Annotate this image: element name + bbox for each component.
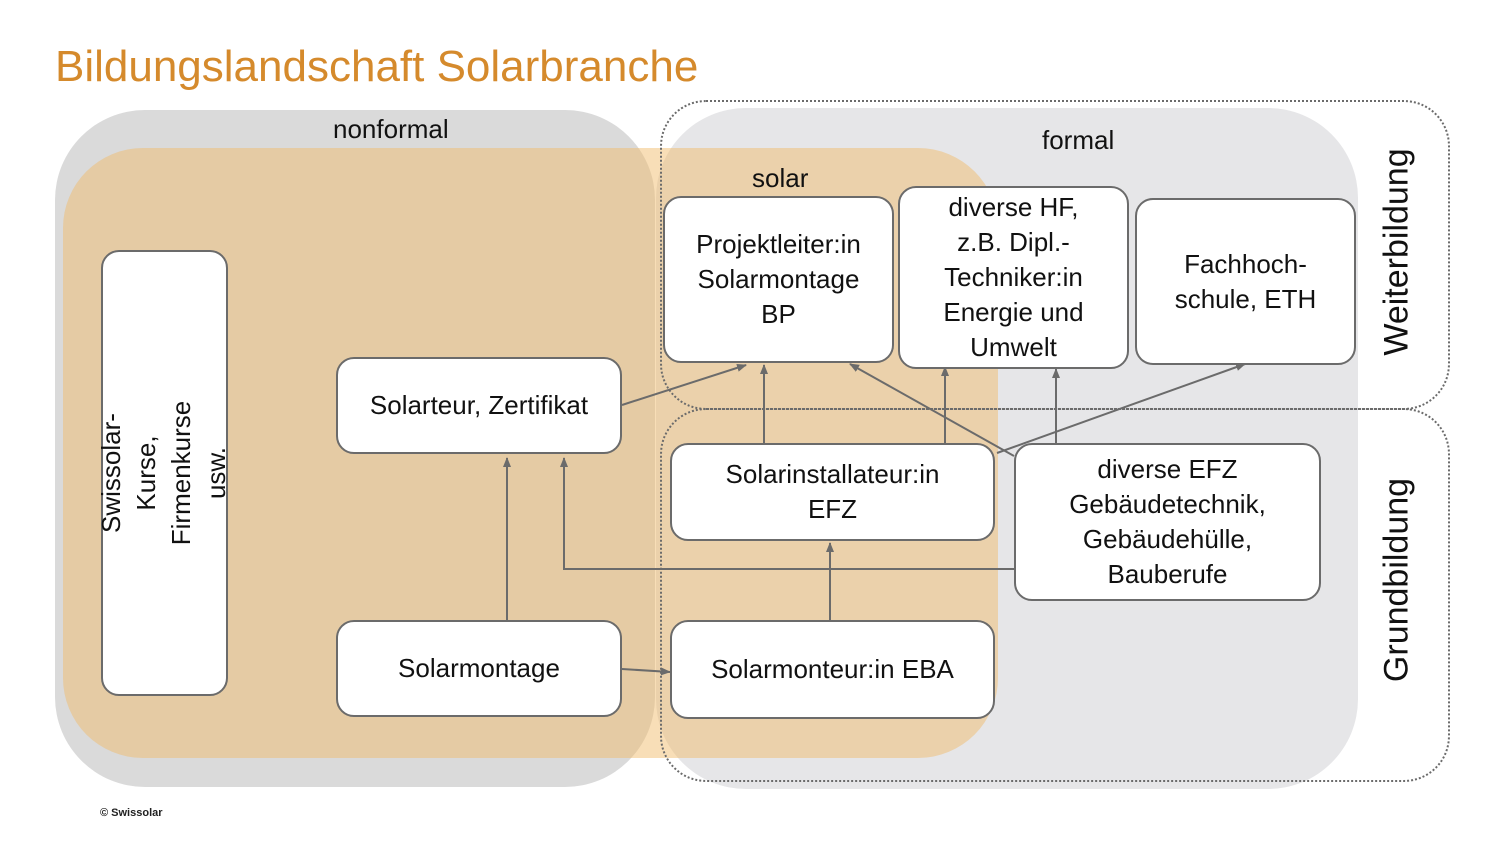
swissolar-kurse-box: Swissolar-Kurse, Firmenkurse usw. [97, 250, 232, 696]
projektleiter-box: Projektleiter:in Solarmontage BP [663, 196, 894, 363]
solarteur-box: Solarteur, Zertifikat [336, 357, 622, 454]
arrow-diverse-efz-to-fachhochschule [996, 363, 1246, 454]
arrow-diverse-efz-to-projektleiter [849, 363, 1015, 457]
page-title: Bildungslandschaft Solarbranche [55, 42, 699, 91]
diverse-hf-box: diverse HF, z.B. Dipl.- Techniker:in Ene… [898, 186, 1129, 369]
fachhochschule-box: Fachhoch- schule, ETH [1135, 198, 1356, 365]
arrow-solarmontage-to-solarmonteur [621, 667, 671, 676]
solar-label: solar [752, 163, 809, 193]
diverse-efz-box: diverse EFZ Gebäudetechnik, Gebäudehülle… [1014, 443, 1321, 601]
nonformal-label: nonformal [333, 114, 449, 144]
arrow-diverse-efz-to-solarteur [560, 457, 1014, 570]
swissolar-kurse-text: Swissolar-Kurse, Firmenkurse usw. [96, 400, 232, 546]
solarmontage-box: Solarmontage [336, 620, 622, 717]
solarinstallateur-box: Solarinstallateur:in EFZ [670, 443, 995, 541]
formal-label: formal [1042, 125, 1115, 155]
solarmonteur-box: Solarmonteur:in EBA [670, 620, 995, 719]
arrow-solarteur-to-projektleiter [621, 363, 747, 406]
copyright-footer: © Swissolar [100, 807, 163, 819]
